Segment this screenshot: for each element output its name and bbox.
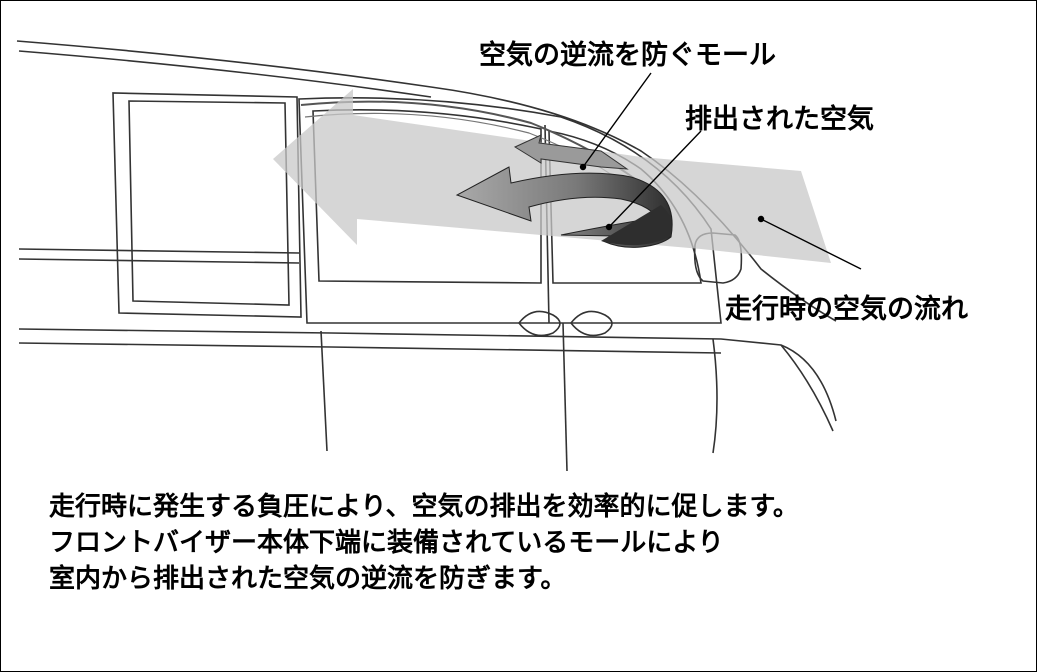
label-backflow-molding: 空気の逆流を防ぐモール [479,40,776,71]
description-text: 走行時に発生する負圧により、空気の排出を効率的に促します。 フロントバイザー本体… [49,489,799,597]
molding-backflow-arrow [513,134,629,170]
leader-molding [582,72,652,168]
description-line-3: 室内から排出された空気の逆流を防ぎます。 [49,564,567,594]
car-body-outline [16,40,837,472]
description-line-2: フロントバイザー本体下端に装備されているモールにより [49,528,724,558]
label-airflow-driving: 走行時の空気の流れ [725,294,968,325]
leader-exhaust [608,130,702,228]
description-line-1: 走行時に発生する負圧により、空気の排出を効率的に促します。 [49,492,799,522]
leader-airflow [760,218,862,270]
label-exhausted-air: 排出された空気 [685,104,874,135]
leader-lines [579,72,862,270]
